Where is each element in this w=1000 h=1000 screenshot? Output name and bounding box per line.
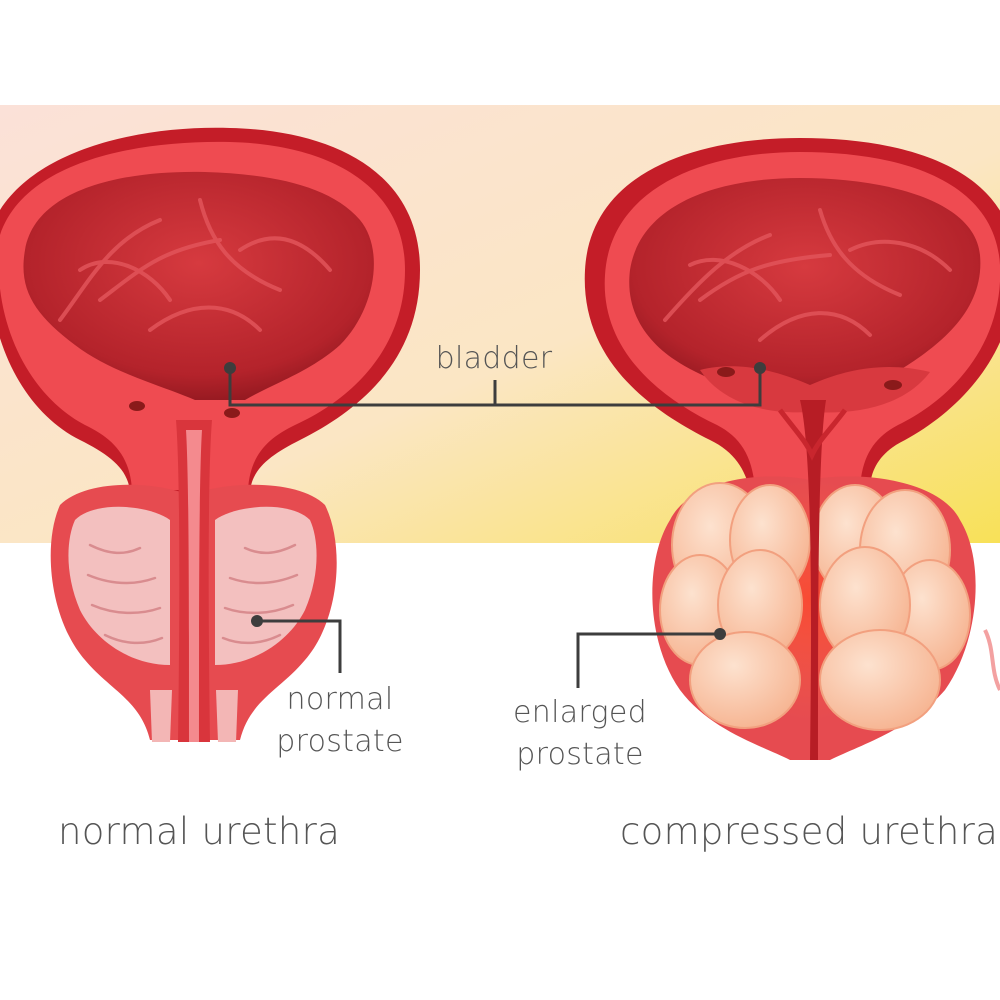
- compressed-bladder-pointer: [754, 362, 766, 374]
- normal-prostate-label-line1: normal: [286, 682, 394, 717]
- bladder-label: bladder: [435, 341, 553, 376]
- normal-prostate-pointer: [251, 615, 263, 627]
- normal-prostate-leader-line: [257, 619, 342, 673]
- normal-bladder: [0, 127, 420, 495]
- normal-prostate-label: normal prostate: [270, 679, 410, 763]
- compressed-urethra-caption: compressed urethra: [620, 810, 999, 853]
- normal-prostate: [50, 420, 337, 742]
- enlarged-prostate-label-line1: enlarged: [513, 695, 647, 730]
- enlarged-prostate-leader-line: [576, 632, 720, 688]
- enlarged-prostate-pointer: [714, 628, 726, 640]
- enlarged-prostate-label-line2: prostate: [516, 737, 644, 772]
- normal-urethra-caption: normal urethra: [58, 810, 341, 853]
- enlarged-prostate: [652, 400, 976, 760]
- normal-prostate-label-line2: prostate: [276, 724, 404, 759]
- leader-lines: [228, 368, 762, 688]
- compressed-bladder: [584, 138, 1000, 490]
- enlarged-prostate-label: enlarged prostate: [505, 692, 655, 776]
- normal-bladder-pointer: [224, 362, 236, 374]
